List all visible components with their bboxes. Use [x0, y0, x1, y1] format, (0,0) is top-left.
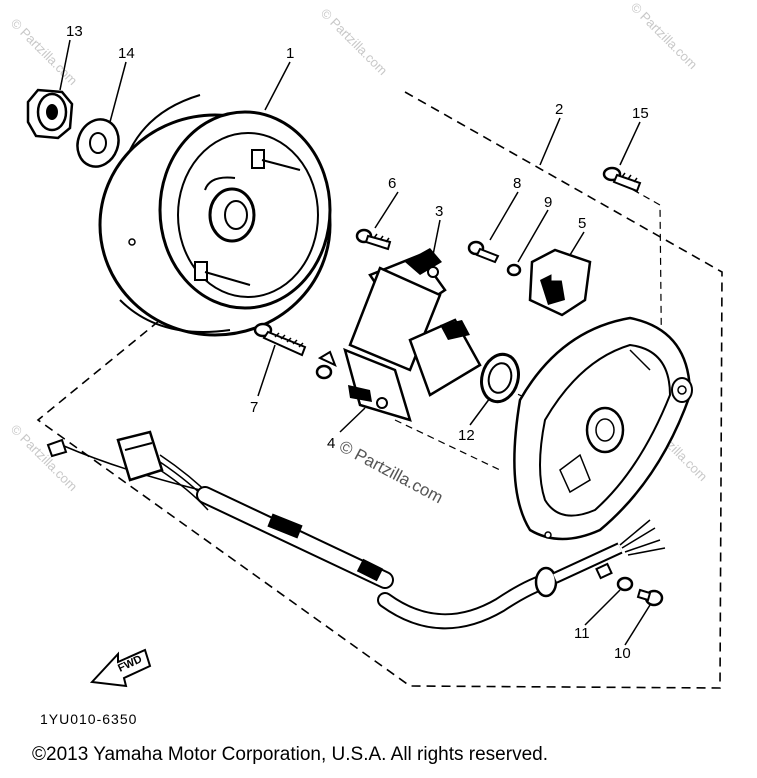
callout-10: 10 — [614, 645, 631, 662]
callout-11: 11 — [574, 625, 590, 642]
rotor-flywheel-part-1 — [98, 94, 332, 337]
watermark: © Partzilla.com — [628, 0, 701, 72]
screw-part-8 — [467, 240, 500, 264]
callout-3: 3 — [435, 203, 443, 220]
washer-part-9 — [506, 263, 522, 277]
callout-12: 12 — [458, 427, 475, 444]
callout-7: 7 — [250, 399, 258, 416]
callout-6: 6 — [388, 175, 396, 192]
fwd-arrow-icon: FWD — [89, 648, 152, 688]
washer-part-14 — [76, 118, 120, 168]
callout-9: 9 — [544, 194, 552, 211]
callout-1: 1 — [286, 45, 294, 62]
oil-seal-part-12 — [480, 352, 520, 404]
partzilla-watermark: © Partzilla.com — [336, 437, 446, 508]
nut-part-13 — [26, 88, 74, 140]
screw-part-15 — [602, 166, 642, 193]
leader-lines — [59, 39, 651, 646]
stator-base-plate-part-2 — [513, 316, 693, 541]
watermark: © Partzilla.com — [318, 6, 391, 79]
copyright-notice: ©2013 Yamaha Motor Corporation, U.S.A. A… — [32, 744, 548, 765]
assembly-boundary-dashed — [36, 91, 723, 689]
wire-harness — [46, 430, 666, 630]
callout-8: 8 — [513, 175, 521, 192]
diagram-code: 1YU010-6350 — [40, 711, 137, 727]
clamp-part-11 — [616, 576, 634, 592]
small-washer — [315, 350, 337, 380]
callout-5: 5 — [578, 215, 586, 232]
callout-13: 13 — [66, 23, 83, 40]
leader-dashed-4 — [394, 419, 501, 471]
screw-part-7 — [253, 322, 307, 357]
callout-15: 15 — [632, 105, 649, 122]
screw-part-6 — [355, 228, 392, 251]
callout-4: 4 — [327, 435, 335, 452]
stator-coil-part-4 — [343, 318, 482, 422]
callout-14: 14 — [118, 45, 135, 62]
pickup-coil-part-5 — [528, 248, 592, 317]
screw-part-10 — [636, 588, 664, 607]
callout-2: 2 — [555, 101, 563, 118]
watermark: © Partzilla.com — [8, 422, 81, 495]
